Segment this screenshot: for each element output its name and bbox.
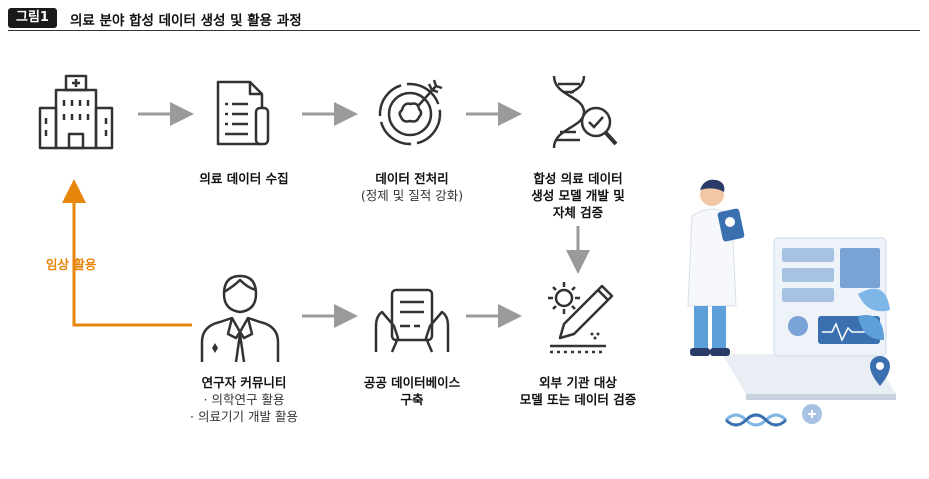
label-preprocess: 데이터 전처리 (정제 및 질적 강화): [361, 170, 463, 204]
label-model-development: 합성 의료 데이터 생성 모델 개발 및 자체 검증: [531, 170, 625, 221]
figure-header: 그림1 의료 분야 합성 데이터 생성 및 활용 과정: [8, 6, 920, 31]
label-external-validation: 외부 기관 대상 모델 또는 데이터 검증: [520, 374, 637, 408]
label-researcher-item-2: · 의료기기 개발 활용: [190, 409, 298, 424]
shared-document-icon: [374, 288, 450, 353]
label-researcher-item-1: · 의학연구 활용: [203, 392, 285, 407]
arrow-clinical-use: [62, 179, 192, 327]
label-external-validation-line2: 모델 또는 데이터 검증: [519, 392, 637, 407]
researcher-icon: [200, 274, 280, 363]
label-researcher-community: 연구자 커뮤니티 · 의학연구 활용 · 의료기기 개발 활용: [190, 374, 298, 425]
label-researcher-community-title: 연구자 커뮤니티: [201, 375, 287, 390]
label-preprocess-sub: (정제 및 질적 강화): [360, 188, 464, 203]
label-preprocess-title: 데이터 전처리: [375, 171, 449, 186]
dna-search-icon: [552, 75, 618, 149]
label-data-collection: 의료 데이터 수집: [199, 171, 289, 186]
label-external-validation-line1: 외부 기관 대상: [539, 375, 617, 390]
document-icon: [216, 80, 270, 146]
label-model-development-line1: 합성 의료 데이터: [533, 171, 623, 186]
figure-badge: 그림1: [8, 8, 57, 28]
label-model-development-line3: 자체 검증: [552, 205, 604, 220]
label-public-database: 공공 데이터베이스 구축: [364, 374, 460, 408]
label-public-database-line2: 구축: [400, 392, 424, 407]
target-brain-icon: [378, 79, 443, 146]
label-clinical-use: 임상 활용: [46, 257, 97, 272]
gear-pencil-icon: [548, 282, 614, 354]
hospital-icon: [38, 74, 114, 150]
label-model-development-line2: 생성 모델 개발 및: [531, 188, 625, 203]
label-public-database-line1: 공공 데이터베이스: [363, 375, 461, 390]
figure-title: 의료 분야 합성 데이터 생성 및 활용 과정: [70, 13, 302, 29]
doctor-laptop-illustration: [687, 179, 896, 427]
